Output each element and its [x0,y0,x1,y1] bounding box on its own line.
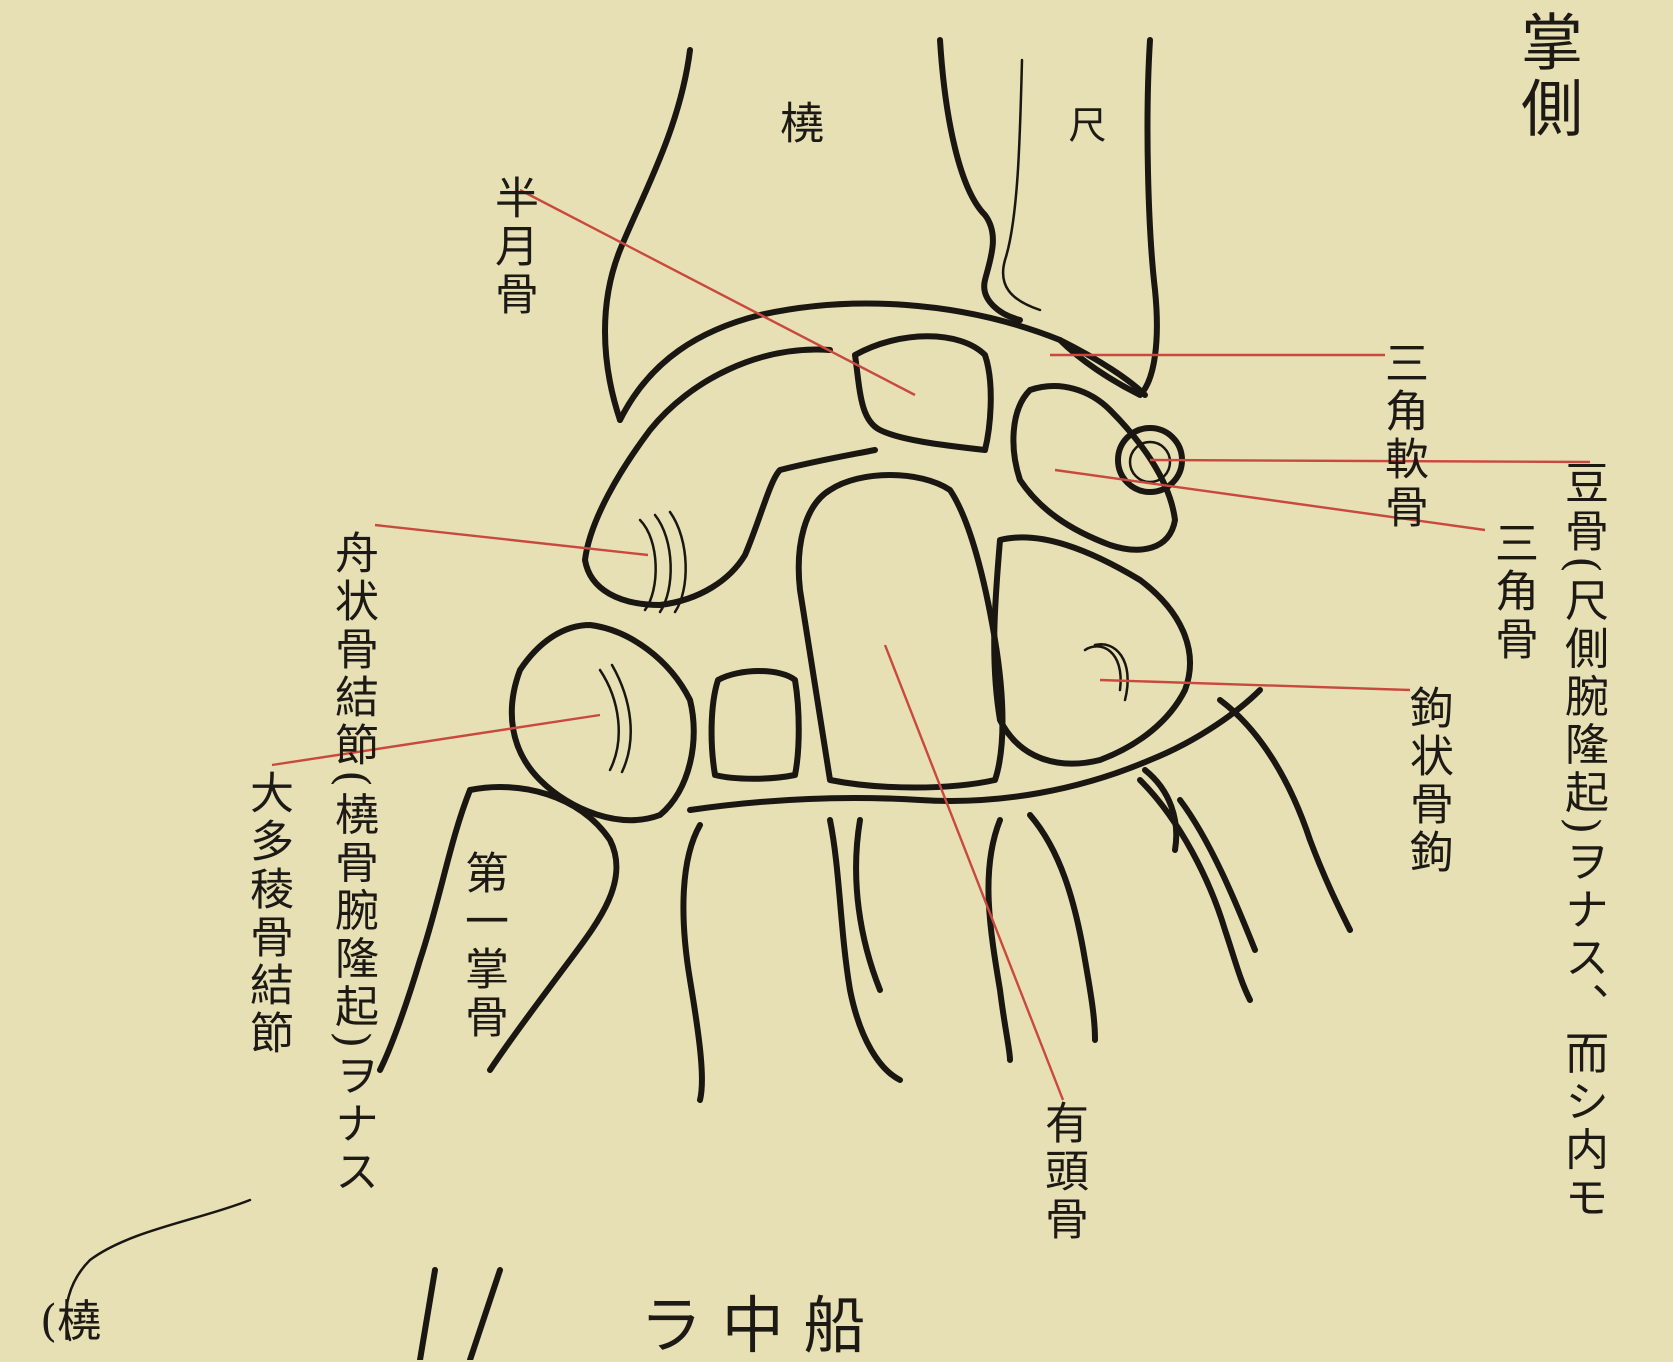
hamate-hook-hatch [1085,644,1128,700]
label-bottom-left: (橈 [40,1300,101,1344]
label-capitate: 有頭骨 [1040,1100,1084,1244]
trapezoid-bone [712,671,799,779]
leader-capitate [885,645,1063,1100]
leader-scaphoid [375,525,648,555]
radius-articular-surface [620,304,1145,420]
label-radius: 橈 [775,100,819,148]
label-first-metacarpal: 第一掌骨 [460,850,504,1042]
ulna-bone-right [1060,40,1157,395]
triquetrum-bone [1013,386,1175,550]
hamate-bone [994,537,1190,763]
label-pisiform: 豆骨(尺側腕隆起)ヲナス、而シ内モ [1560,460,1604,1222]
ulna-inner [1003,60,1040,310]
metacarpal-4 [1030,815,1095,1040]
label-triquetrum: 三角骨 [1490,520,1534,664]
label-ulna: 尺 [1065,105,1103,147]
label-bottom-mid: ラ 中 船 [640,1295,865,1357]
leader-trapezium [272,715,600,765]
leader-hamate-hook [1100,680,1410,690]
metacarpal-5b [1220,700,1350,930]
label-lunate: 半月骨 [490,175,534,319]
trapezium-hatch [600,665,631,772]
bottom-strokes [420,1270,500,1360]
label-triangular-fibrocartilage: 三角軟骨 [1380,340,1424,532]
label-scaphoid-tubercle: 舟状骨結節(橈骨腕隆起)ヲナス [330,530,374,1196]
hamate-lower [1145,770,1176,850]
scaphoid-tubercle-hatch [640,512,686,612]
metacarpal-5 [1180,800,1255,950]
leader-pisiform [1150,460,1590,462]
capitate-bone [799,475,1003,788]
scaphoid-bone [585,350,875,605]
radius-bone [605,50,690,420]
ulna-bone-left [940,40,1020,320]
lunate-bone [855,336,991,450]
metacarpal-4b [1140,780,1250,1000]
label-hamate-hook: 鉤状骨鉤 [1405,685,1449,877]
metacarpal-2 [683,825,702,1100]
label-trapezium-tubercle: 大多稜骨結節 [245,770,289,1058]
leader-lunate [520,190,915,395]
metacarpal-3 [856,820,880,990]
title-palmar-side: 掌側 [1515,10,1577,142]
